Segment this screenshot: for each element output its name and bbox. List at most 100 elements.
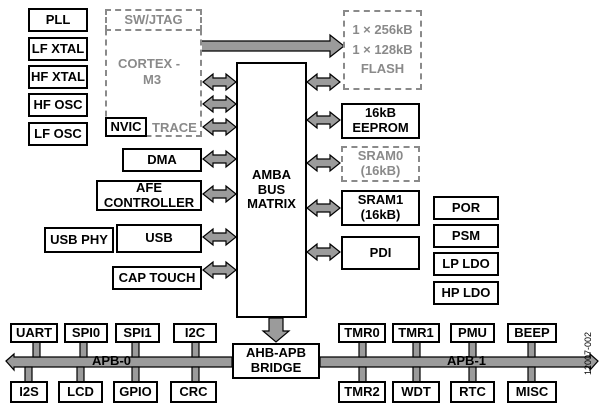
dma-block: DMA — [122, 148, 202, 172]
nvic-block: NVIC — [105, 117, 147, 137]
flash-label-2: 1 × 128kB — [352, 41, 413, 57]
sram1-label-2: (16kB) — [360, 207, 401, 222]
tmr2-block: TMR2 — [338, 381, 386, 403]
pmu-block: PMU — [450, 323, 495, 343]
bridge-label-1: AHB-APB — [246, 345, 306, 361]
crc-block: CRC — [170, 381, 217, 403]
matrix-flash-arrow — [306, 72, 341, 92]
dma-matrix-arrow — [202, 149, 237, 169]
usb-label: USB — [145, 230, 173, 246]
sram0-label-1: SRAM0 — [357, 148, 404, 164]
matrix-label-3: MATRIX — [247, 196, 296, 212]
tmr0-block: TMR0 — [338, 323, 386, 343]
psm-block: PSM — [433, 224, 499, 248]
hf-osc-block: HF OSC — [28, 93, 88, 117]
sram1-label-1: SRAM1 — [357, 192, 404, 208]
sram0-label-2: (16kB) — [360, 163, 401, 178]
nvic-label: NVIC — [110, 118, 142, 134]
i2s-label: I2S — [19, 383, 39, 399]
hp-ldo-block: HP LDO — [433, 281, 499, 305]
pdi-block: PDI — [341, 236, 420, 270]
wdt-label: WDT — [401, 383, 431, 399]
afe-controller-block: AFE CONTROLLER — [96, 180, 202, 211]
cortex-label-1: CORTEX - — [118, 56, 181, 71]
beep-label: BEEP — [514, 324, 550, 340]
cortex-matrix-arrow-2 — [202, 94, 237, 114]
rtc-block: RTC — [450, 381, 495, 403]
matrix-label-1: AMBA — [252, 166, 291, 182]
usb-phy-label: USB PHY — [50, 231, 108, 247]
pll-block: PLL — [28, 8, 88, 32]
crc-label: CRC — [179, 383, 208, 399]
apb0-label: APB-0 — [92, 353, 132, 368]
cap-touch-block: CAP TOUCH — [112, 266, 202, 290]
cap-matrix-arrow — [202, 260, 237, 280]
matrix-sram0-arrow — [306, 153, 341, 173]
lcd-label: LCD — [67, 383, 94, 399]
flash-block: 1 × 256kB 1 × 128kB FLASH — [343, 10, 422, 90]
rtc-label: RTC — [459, 383, 486, 399]
eeprom-label-2: EEPROM — [352, 120, 409, 135]
psm-label: PSM — [451, 227, 481, 243]
por-label: POR — [451, 199, 481, 215]
usb-block: USB — [116, 224, 202, 253]
i2c-block: I2C — [173, 323, 217, 343]
lf-osc-block: LF OSC — [28, 122, 88, 146]
cortex-flash-arrow — [199, 33, 345, 59]
eeprom-label-1: 16kB — [364, 105, 397, 121]
lf-xtal-block: LF XTAL — [28, 37, 88, 61]
tmr1-block: TMR1 — [392, 323, 440, 343]
lp-ldo-block: LP LDO — [433, 252, 499, 276]
pmu-label: PMU — [458, 324, 487, 340]
bridge-label-2: BRIDGE — [250, 360, 302, 375]
pdi-label: PDI — [369, 244, 392, 260]
matrix-sram1-arrow — [306, 198, 341, 218]
hf-osc-label: HF OSC — [33, 96, 83, 112]
gpio-block: GPIO — [113, 381, 158, 403]
uart-block: UART — [10, 323, 58, 343]
swjtag-label: SW/JTAG — [124, 11, 183, 27]
matrix-pdi-arrow — [306, 242, 341, 262]
trace-label: TRACE — [152, 120, 197, 135]
misc-label: MISC — [515, 383, 549, 399]
i2s-block: I2S — [10, 381, 48, 403]
hf-xtal-block: HF XTAL — [28, 65, 88, 89]
eeprom-block: 16kB EEPROM — [341, 103, 420, 139]
spi1-label: SPI1 — [123, 324, 152, 340]
uart-label: UART — [15, 324, 53, 340]
lcd-block: LCD — [58, 381, 103, 403]
lf-osc-label: LF OSC — [34, 125, 82, 141]
hf-xtal-label: HF XTAL — [31, 68, 85, 84]
dma-label: DMA — [147, 151, 177, 167]
cortex-matrix-arrow-1 — [202, 72, 237, 92]
pll-label: PLL — [45, 11, 71, 27]
i2c-label: I2C — [184, 324, 206, 340]
gpio-label: GPIO — [119, 383, 152, 399]
ahb-apb-bridge: AHB-APB BRIDGE — [232, 343, 320, 379]
matrix-label-2: BUS — [257, 181, 286, 197]
flash-label-3: FLASH — [360, 61, 405, 77]
afe-label-1: AFE — [136, 179, 162, 195]
matrix-eeprom-arrow — [306, 110, 341, 130]
hp-ldo-label: HP LDO — [441, 284, 491, 300]
usb-phy-block: USB PHY — [44, 227, 114, 253]
cortex-matrix-arrow-3 — [202, 117, 237, 137]
wdt-block: WDT — [392, 381, 440, 403]
tmr1-label: TMR1 — [398, 324, 434, 340]
usb-matrix-arrow — [202, 227, 237, 247]
figure-id: 12007-002 — [583, 331, 593, 375]
tmr0-label: TMR0 — [344, 324, 380, 340]
lf-xtal-label: LF XTAL — [31, 40, 85, 56]
misc-block: MISC — [507, 381, 557, 403]
matrix-bridge-arrow — [261, 317, 291, 343]
beep-block: BEEP — [507, 323, 557, 343]
cap-touch-label: CAP TOUCH — [118, 269, 196, 285]
por-block: POR — [433, 196, 499, 220]
swjtag-block: SW/JTAG — [105, 9, 202, 31]
spi0-label: SPI0 — [71, 324, 101, 340]
spi1-block: SPI1 — [115, 323, 160, 343]
tmr2-label: TMR2 — [344, 383, 380, 399]
sram0-block: SRAM0 (16kB) — [341, 146, 420, 182]
spi0-block: SPI0 — [64, 323, 108, 343]
